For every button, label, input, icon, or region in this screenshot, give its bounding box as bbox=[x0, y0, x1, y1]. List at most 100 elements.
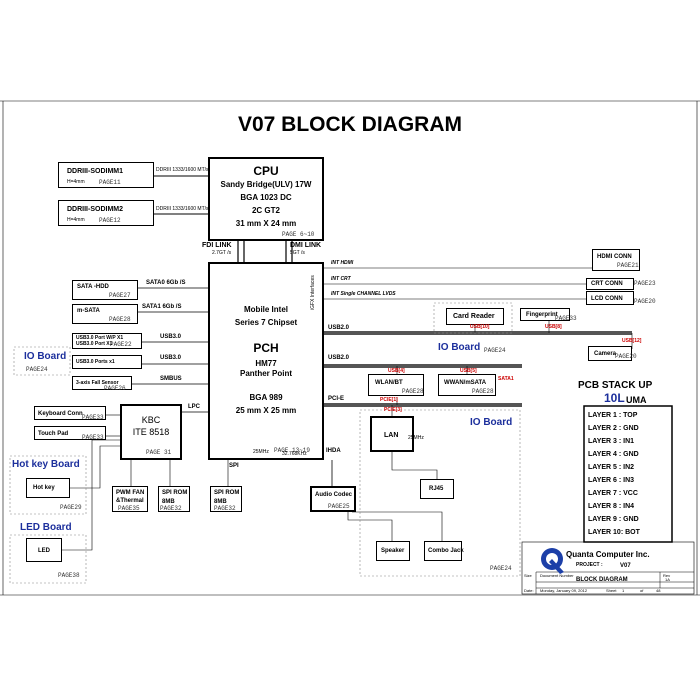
pwm-fan-page: PAGE35 bbox=[118, 505, 140, 512]
spi-rom-1-block: SPI ROM 8MB bbox=[158, 486, 190, 512]
hotkey-board-region bbox=[9, 455, 87, 515]
doc-number-value: BLOCK DIAGRAM bbox=[576, 577, 628, 583]
msata-block: m-SATA PAGE28 bbox=[72, 304, 138, 324]
pwm-fan-line-1: PWM FAN bbox=[116, 490, 145, 496]
io-board-left-page: PAGE24 bbox=[26, 366, 48, 373]
wlan-usb-tag: USB[4] bbox=[388, 368, 405, 374]
usb3-ports-label: USB3.0 Ports x1 bbox=[76, 359, 115, 365]
camera-page: PAGE20 bbox=[615, 353, 637, 360]
wlan-pcie-tag: PCIE[1] bbox=[380, 397, 398, 403]
pch-line-1: Mobile Intel bbox=[244, 305, 288, 314]
led-page: PAGE38 bbox=[58, 572, 80, 579]
sata-hdd-block: SATA -HDD PAGE27 bbox=[72, 280, 138, 300]
camera-block: Camera bbox=[588, 346, 632, 361]
card-reader-label: Card Reader bbox=[453, 313, 495, 320]
cpu-heading: CPU bbox=[253, 164, 279, 178]
cpu-line-1: Sandy Bridge(ULV) 17W bbox=[220, 180, 312, 189]
led-board-label: LED Board bbox=[20, 522, 72, 533]
fdi-link-sub: 2.7GT /s bbox=[212, 250, 232, 256]
cpu-line-3: 2C GT2 bbox=[251, 206, 280, 215]
dimm2-label: DDRIII-SODIMM2 bbox=[67, 206, 123, 213]
sheet-value: 1 bbox=[622, 588, 625, 593]
pcb-stack-heading: PCB STACK UP bbox=[578, 380, 653, 391]
led-label: LED bbox=[38, 548, 50, 554]
pcb-layer-row: LAYER 4 : GND bbox=[588, 451, 639, 458]
pch-chip-1: HM77 bbox=[255, 359, 277, 368]
io-board-mid-label: IO Board bbox=[438, 342, 481, 353]
crystal-3-label: 25MHz bbox=[408, 435, 424, 441]
of-value: 48 bbox=[656, 588, 661, 593]
of-label: of bbox=[640, 588, 644, 593]
pch-package: BGA 989 bbox=[249, 393, 283, 402]
touch-pad-block: Touch Pad bbox=[34, 426, 106, 440]
fall-sensor-label: 3-axis Fall Sensor bbox=[76, 380, 119, 386]
msata-label: m-SATA bbox=[77, 308, 100, 314]
io-board-mid-page: PAGE24 bbox=[484, 347, 506, 354]
dimm1-label: DDRIII-SODIMM1 bbox=[67, 168, 123, 175]
io-board-right-label: IO Board bbox=[470, 417, 513, 428]
rev-value: 1A bbox=[665, 577, 670, 582]
lcd-conn-block: LCD CONN bbox=[586, 291, 634, 305]
title-block-frame bbox=[521, 541, 695, 595]
project-label: PROJECT : bbox=[576, 562, 603, 568]
sata1-label: SATA1 6Gb /S bbox=[142, 304, 182, 310]
keyboard-conn-block: Keyboard Conn bbox=[34, 406, 106, 420]
crt-conn-page: PAGE23 bbox=[634, 280, 656, 287]
project-value: V07 bbox=[620, 563, 631, 569]
size-label: Size bbox=[524, 573, 532, 578]
camera-label: Camera bbox=[594, 351, 617, 357]
pch-chip-2: Panther Point bbox=[239, 369, 292, 378]
spi-label: SPI bbox=[229, 463, 239, 469]
usb3-ports-block: USB3.0 Ports x1 bbox=[72, 355, 142, 369]
crystal-2-label: 32.768KHz bbox=[282, 451, 307, 457]
keyboard-conn-label: Keyboard Conn bbox=[38, 411, 83, 417]
spi-rom-1-line-2: 8MB bbox=[162, 499, 175, 505]
lpc-label: LPC bbox=[188, 404, 200, 410]
wwan-block: WWAN/mSATA bbox=[438, 374, 496, 396]
cpu-block: CPU Sandy Bridge(ULV) 17W BGA 1023 DC 2C… bbox=[208, 157, 324, 241]
led-block: LED bbox=[26, 538, 62, 562]
cpu-line-4: 31 mm X 24 mm bbox=[235, 219, 297, 228]
pcie-label: PCI-E bbox=[328, 396, 345, 402]
pcb-layer-row: LAYER 6 : IN3 bbox=[588, 477, 635, 484]
crt-conn-block: CRT CONN bbox=[586, 278, 634, 290]
combo-jack-label: Combo Jack bbox=[428, 548, 464, 554]
kbc-page: PAGE 31 bbox=[146, 449, 172, 456]
spi-rom-2-line-2: 8MB bbox=[214, 499, 227, 505]
usb3-label-a: USB3.0 bbox=[160, 334, 182, 340]
fingerprint-block: Fingerprint bbox=[520, 308, 570, 321]
dimm2-block: DDRIII-SODIMM2 H=4mm PAGE12 bbox=[58, 200, 154, 226]
speaker-block: Speaker bbox=[376, 541, 410, 561]
audio-codec-page: PAGE25 bbox=[328, 503, 350, 510]
audio-codec-block: Audio Codec PAGE25 bbox=[310, 486, 356, 512]
company-name: Quanta Computer Inc. bbox=[566, 550, 650, 559]
smbus-label: SMBUS bbox=[160, 376, 182, 382]
fdi-link-label: FDI LINK bbox=[202, 242, 232, 249]
touch-pad-page: PAGE33 bbox=[82, 434, 104, 441]
led-line bbox=[62, 439, 120, 551]
hdmi-conn-label: HDMI CONN bbox=[597, 254, 632, 260]
io-board-right-region bbox=[359, 409, 521, 577]
lvds-signal: INT Single CHANNEL LVDS bbox=[331, 291, 396, 297]
pwm-fan-block: PWM FAN &Thermal bbox=[112, 486, 148, 512]
pch-size: 25 mm X 25 mm bbox=[235, 406, 297, 415]
pcb-layer-row: LAYER 7 : VCC bbox=[588, 490, 638, 497]
io-board-left-label: IO Board bbox=[24, 351, 67, 362]
touch-pad-label: Touch Pad bbox=[38, 431, 69, 437]
pch-igfx-label: iGFX Interfaces bbox=[310, 275, 316, 310]
pcb-stack-layers-count: 10L bbox=[604, 391, 625, 405]
usb3-label-b: USB3.0 bbox=[160, 355, 182, 361]
dimm1-bus-label: DDRIII 1333/1600 MT/s bbox=[156, 167, 209, 173]
sata0-label: SATA0 6Gb /S bbox=[146, 280, 186, 286]
dimm2-bus-label: DDRIII 1333/1600 MT/s bbox=[156, 206, 209, 212]
lan-label: LAN bbox=[384, 432, 399, 439]
quanta-logo-tail bbox=[549, 559, 564, 574]
io-board-bottom-page: PAGE24 bbox=[490, 565, 512, 572]
lan-rj45-line bbox=[391, 452, 438, 479]
cpu-line-2: BGA 1023 DC bbox=[240, 193, 292, 202]
dimm1-block: DDRIII-SODIMM1 H=4mm PAGE11 bbox=[58, 162, 154, 188]
card-reader-block: Card Reader bbox=[446, 308, 504, 325]
msata-page: PAGE28 bbox=[109, 316, 131, 323]
keyboard-conn-page: PAGE33 bbox=[82, 414, 104, 421]
dmi-link-sub: 5GT /s bbox=[290, 250, 305, 256]
